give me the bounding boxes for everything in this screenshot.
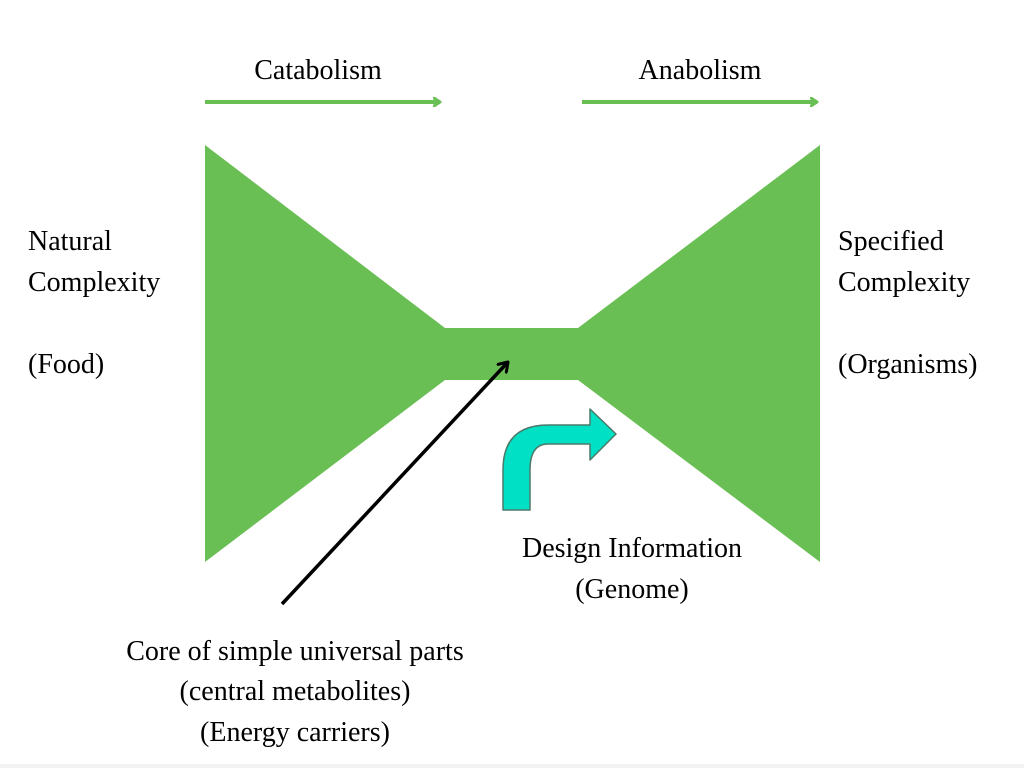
core-line1: Core of simple universal parts <box>126 636 464 667</box>
specified-line3: (Organisms) <box>838 349 978 380</box>
core-line2: (central metabolites) <box>179 676 411 707</box>
core-pointer-arrow <box>280 362 508 606</box>
natural-line1: Natural <box>28 226 112 257</box>
design-arrow-icon <box>502 408 617 511</box>
natural-line2: Complexity <box>28 267 161 298</box>
anabolism-label: Anabolism <box>638 55 762 86</box>
catabolism-label: Catabolism <box>254 55 382 86</box>
design-line1: Design Information <box>521 533 743 564</box>
slide-bottom-edge <box>0 764 1024 768</box>
natural-line3: (Food) <box>28 349 105 380</box>
bowtie-shape <box>205 145 820 562</box>
core-line3: (Energy carriers) <box>200 717 390 748</box>
specified-line2: Complexity <box>838 267 971 298</box>
specified-line1: Specified <box>838 226 944 257</box>
design-line2: (Genome) <box>575 574 689 605</box>
